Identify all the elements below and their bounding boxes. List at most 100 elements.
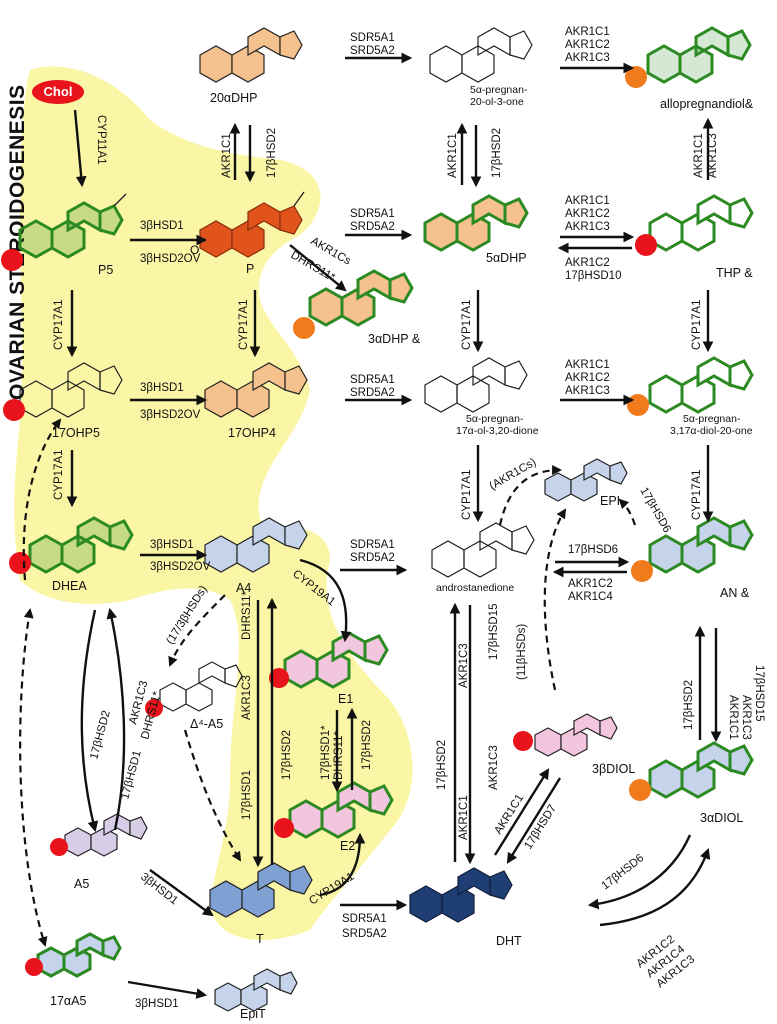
d4a5-structure	[145, 661, 243, 717]
e1-label: E1	[338, 692, 353, 706]
pregnandione-label1: 5α-pregnan-	[466, 413, 524, 425]
label-akr1c2-b: AKR1C2	[565, 39, 610, 51]
allopreg-label: allopregnandiol&	[660, 97, 754, 111]
dht-label: DHT	[496, 934, 522, 948]
label-cyp17a1-g: CYP17A1	[691, 469, 703, 520]
pregnandiol-label1: 5α-pregnan-	[683, 413, 741, 425]
label-srd5a2-c: SRD5A2	[350, 387, 395, 399]
label-17bhsd6-b: 17βHSD6	[568, 544, 618, 556]
dhp20a-structure	[199, 27, 303, 83]
p5-structure	[1, 193, 127, 271]
chol-node	[32, 80, 84, 104]
label-srd5a2-d: SRD5A2	[350, 552, 395, 564]
label-akr1c3-j: AKR1C3	[458, 643, 470, 688]
label-srd5a2-b: SRD5A2	[350, 221, 395, 233]
oh17p5-structure	[3, 362, 123, 421]
pregnandione-label2: 17α-ol-3,20-dione	[456, 425, 539, 437]
label-akr1c3-i: AKR1C3	[740, 695, 752, 740]
label-cyp17a1-f: CYP17A1	[461, 469, 473, 520]
label-akr1c1-d: AKR1C1	[565, 195, 610, 207]
label-3bhsd1-r: 3βHSD1	[135, 998, 179, 1010]
ovarian-highlight-region	[14, 66, 413, 940]
a5-structure	[50, 813, 148, 857]
chol-label: Chol	[44, 84, 73, 99]
dhp20a-label: 20αDHP	[210, 91, 258, 105]
e2-label: E2	[340, 839, 355, 853]
label-sdr5a1-a: SDR5A1	[350, 32, 395, 44]
label-akr1c1-a: AKR1C1	[221, 133, 233, 178]
label-akr1c2-g: AKR1C2	[565, 372, 610, 384]
t-label: T	[256, 932, 264, 946]
label-akr1c2-e: AKR1C2	[565, 257, 610, 269]
diol3a-structure	[629, 741, 754, 801]
label-srd5a2-m: SRD5A2	[342, 928, 387, 940]
label-akr1c1-g: AKR1C1	[565, 359, 610, 371]
label-srd5a2-a: SRD5A2	[350, 45, 395, 57]
label-akr1c3-d: AKR1C3	[565, 221, 610, 233]
label-akr1c1-b: AKR1C1	[565, 26, 610, 38]
label-3bhsd2ov-a: 3βHSD2OV	[140, 253, 201, 265]
an-label: AN &	[720, 586, 750, 600]
pregnan20ol-structure	[429, 27, 533, 83]
diagram-title: OVARIAN STEROIDOGENESIS	[6, 84, 29, 400]
epi-structure	[544, 458, 628, 502]
e1-structure	[269, 631, 389, 689]
a17a5-structure	[25, 932, 122, 978]
label-sdr5a1-m: SDR5A1	[342, 913, 387, 925]
pregnandiol-structure	[627, 356, 754, 416]
diol3a-label: 3αDIOL	[700, 811, 743, 825]
oh17p5-name: 17OHP5	[52, 426, 100, 440]
label-cyp17a1-c: CYP17A1	[53, 449, 65, 500]
label-3bhsd1-a: 3βHSD1	[140, 220, 184, 232]
a17a5-label: 17αA5	[50, 994, 86, 1008]
pregnandiol-label2: 3,17α-diol-20-one	[670, 425, 753, 437]
label-11bhsds: (11βHSDs)	[516, 624, 528, 680]
epit-label: EpiT	[240, 1007, 266, 1021]
label-17bhsd1star: 17βHSD1*	[320, 725, 332, 780]
p5-label: P5	[98, 263, 113, 277]
dhp3a-label: 3αDHP &	[368, 332, 421, 346]
dhp3a-structure	[293, 269, 414, 339]
t-structure	[209, 862, 313, 918]
label-17bhsd2-a: 17βHSD2	[266, 128, 278, 178]
oh17p4-label: 17OHP4	[228, 426, 276, 440]
label-17-3bhsds: (17/3βHSDs)	[164, 584, 210, 647]
d4a5-label: Δ⁴-A5	[190, 717, 223, 731]
label-17bhsd2-i: 17βHSD2	[683, 680, 695, 730]
dhp5-label: 5αDHP	[486, 251, 527, 265]
pregnan20ol-label2: 20-ol-3-one	[470, 96, 524, 108]
label-akr1c3-b: AKR1C3	[565, 52, 610, 64]
label-sdr5a1-d: SDR5A1	[350, 539, 395, 551]
label-dhrs11-n: DHRS11*	[241, 590, 253, 640]
thp-structure	[635, 194, 754, 256]
thp-label: THP &	[716, 266, 753, 280]
epit-structure	[214, 968, 298, 1012]
p-structure: O	[190, 191, 305, 258]
label-cyp11a1: CYP11A1	[95, 115, 107, 165]
label-dhrs11-o: DHRS11*	[333, 730, 345, 780]
label-17bhsd2-c: 17βHSD2	[491, 128, 503, 178]
label-cyp17a1-d: CYP17A1	[461, 299, 473, 350]
label-akr1cs-paren: (AKR1Cs)	[488, 456, 539, 492]
a4-label: A4	[236, 581, 251, 595]
epi-label: EPI	[600, 494, 620, 508]
label-akr1c1-f: AKR1C1	[693, 133, 705, 178]
dhp5-structure	[423, 194, 529, 252]
label-cyp17a1-b: CYP17A1	[238, 299, 250, 350]
label-17bhsd15-i: 17βHSD15	[753, 665, 765, 721]
androstanedione-label: androstanedione	[436, 582, 514, 594]
label-3bhsd1-c: 3βHSD1	[150, 539, 194, 551]
label-akr1c3-g: AKR1C3	[565, 385, 610, 397]
label-17bhsd6-l: 17βHSD6	[599, 852, 646, 892]
label-akr1c1-c: AKR1C1	[447, 133, 459, 178]
label-17bhsd2-p: 17βHSD2	[88, 709, 113, 760]
allopreg-structure	[625, 26, 752, 88]
label-3bhsd1-b: 3βHSD1	[140, 382, 184, 394]
diol3b-structure	[513, 713, 618, 757]
label-3bhsd2ov-b: 3βHSD2OV	[140, 409, 201, 421]
label-akr1c4-h: AKR1C4	[568, 591, 613, 603]
an-structure	[631, 516, 754, 582]
label-cyp17a1-e: CYP17A1	[691, 299, 703, 350]
label-akr1c2-d: AKR1C2	[565, 208, 610, 220]
